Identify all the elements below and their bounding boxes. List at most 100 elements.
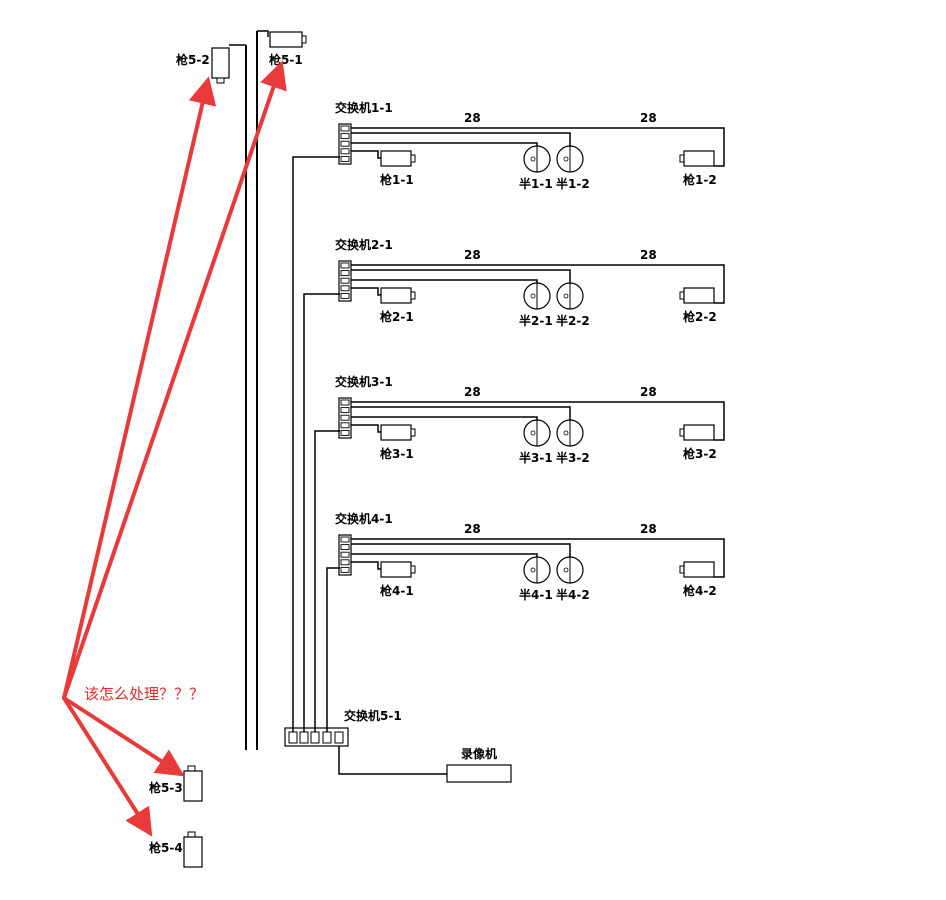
switch-port: [340, 551, 350, 558]
gun-camera-lens: [410, 154, 416, 163]
gun-camera-b-label: 枪1-2: [683, 172, 717, 187]
gun-camera-5-3: 枪5-3: [149, 765, 203, 802]
cable-to-dome-b: [351, 543, 571, 557]
cable-to-gun-b: [351, 401, 725, 441]
cable-to-dome-a: [351, 142, 538, 146]
arrow-to-gun-5-2: [62, 76, 217, 700]
dome-camera-b-icon: [556, 556, 584, 584]
dome-camera-a-label: 半1-1: [519, 176, 553, 191]
gun-camera-a-label: 枪1-1: [380, 172, 414, 187]
switch-port: [340, 414, 350, 421]
distance-label-1: 28: [464, 522, 481, 536]
gun-camera-icon: [380, 287, 412, 304]
dome-camera-a-label: 半2-1: [519, 313, 553, 328]
distance-label-1: 28: [464, 111, 481, 125]
cable-to-dome-b: [351, 269, 571, 283]
switch-label: 交换机2-1: [335, 237, 393, 252]
core-switch: 交换机5-1: [284, 708, 402, 747]
dome-camera-b-icon: [556, 282, 584, 310]
switch-label: 交换机1-1: [335, 100, 393, 115]
cable-to-dome-b: [351, 406, 571, 420]
gun-camera-a-label: 枪2-1: [380, 309, 414, 324]
arrow-to-gun-5-1: [62, 60, 287, 700]
switch-port: [340, 270, 350, 277]
core-switch-label: 交换机5-1: [344, 708, 402, 723]
dome-camera-b-icon: [556, 419, 584, 447]
gun-camera-5-2: 枪5-2: [176, 47, 230, 84]
gun-camera-5-2-label: 枪5-2: [176, 52, 210, 67]
dome-camera-a-icon: [523, 419, 551, 447]
dome-camera-a-icon: [523, 282, 551, 310]
switch-port: [340, 285, 350, 292]
recorder-cable: [338, 746, 447, 775]
dome-camera-a-label: 半3-1: [519, 450, 553, 465]
gun-camera-b-label: 枪3-2: [683, 446, 717, 461]
distance-label-1: 28: [464, 385, 481, 399]
recorder-label: 录像机: [461, 746, 497, 761]
gun-camera-a-label: 枪4-1: [380, 583, 414, 598]
uplink-1: [292, 156, 340, 732]
switch-port: [340, 399, 350, 406]
distance-label-2: 28: [640, 248, 657, 262]
cable-to-dome-b: [351, 132, 571, 146]
cable-to-gun-a: [351, 150, 381, 159]
gun-camera-lens: [410, 565, 416, 574]
switch-port: [340, 422, 350, 429]
gun-camera-5-1-label: 枪5-1: [269, 52, 303, 67]
distance-label-2: 28: [640, 111, 657, 125]
recorder: 录像机: [446, 746, 512, 783]
switch-port: [340, 125, 350, 132]
cable-to-dome-a: [351, 416, 538, 420]
switch-port: [340, 148, 350, 155]
dome-camera-a-label: 半4-1: [519, 587, 553, 602]
dome-camera-a-icon: [523, 145, 551, 173]
gun-camera-5-1: 枪5-1: [269, 31, 307, 67]
gun-camera-lens: [410, 291, 416, 300]
dome-camera-b-label: 半2-2: [556, 313, 590, 328]
switch-port: [340, 292, 350, 299]
switch-port: [340, 262, 350, 269]
arrow-to-gun-5-3: [62, 696, 185, 777]
cable-to-gun-a: [351, 424, 381, 433]
dome-camera-b-label: 半3-2: [556, 450, 590, 465]
switch-label: 交换机3-1: [335, 374, 393, 389]
gun-camera-5-4-label: 枪5-4: [149, 840, 183, 855]
gun-camera-5-4: 枪5-4: [149, 831, 203, 868]
switch-port: [340, 536, 350, 543]
annotation-arrows: [62, 60, 287, 837]
cable-to-gun-b: [351, 127, 725, 167]
switch-port: [340, 133, 350, 140]
gun-camera-icon: [683, 287, 715, 304]
dome-camera-b-icon: [556, 145, 584, 173]
switch-port: [340, 566, 350, 573]
cable-to-gun-a: [351, 561, 381, 570]
cable-to-gun-a: [351, 287, 381, 296]
switch-label: 交换机4-1: [335, 511, 393, 526]
gun-camera-lens: [410, 428, 416, 437]
cable-to-gun-b: [351, 538, 725, 578]
uplink-4: [326, 567, 340, 732]
switch-port: [340, 277, 350, 284]
switch-port: [340, 544, 350, 551]
distance-label-1: 28: [464, 248, 481, 262]
switch-port: [340, 140, 350, 147]
dome-camera-b-label: 半1-2: [556, 176, 590, 191]
gun-camera-b-label: 枪4-2: [683, 583, 717, 598]
switch-port: [340, 429, 350, 436]
dome-camera-b-label: 半4-2: [556, 587, 590, 602]
distance-label-2: 28: [640, 522, 657, 536]
gun-camera-5-3-label: 枪5-3: [149, 780, 183, 795]
gun-camera-icon: [683, 150, 715, 167]
uplink-3: [314, 430, 340, 732]
gun-camera-icon: [380, 561, 412, 578]
cable-to-dome-a: [351, 553, 538, 557]
gun-camera-icon: [380, 150, 412, 167]
gun-camera-icon: [380, 424, 412, 441]
arrow-to-gun-5-4: [62, 696, 153, 837]
gun-camera-b-label: 枪2-2: [683, 309, 717, 324]
switch-port: [340, 155, 350, 162]
